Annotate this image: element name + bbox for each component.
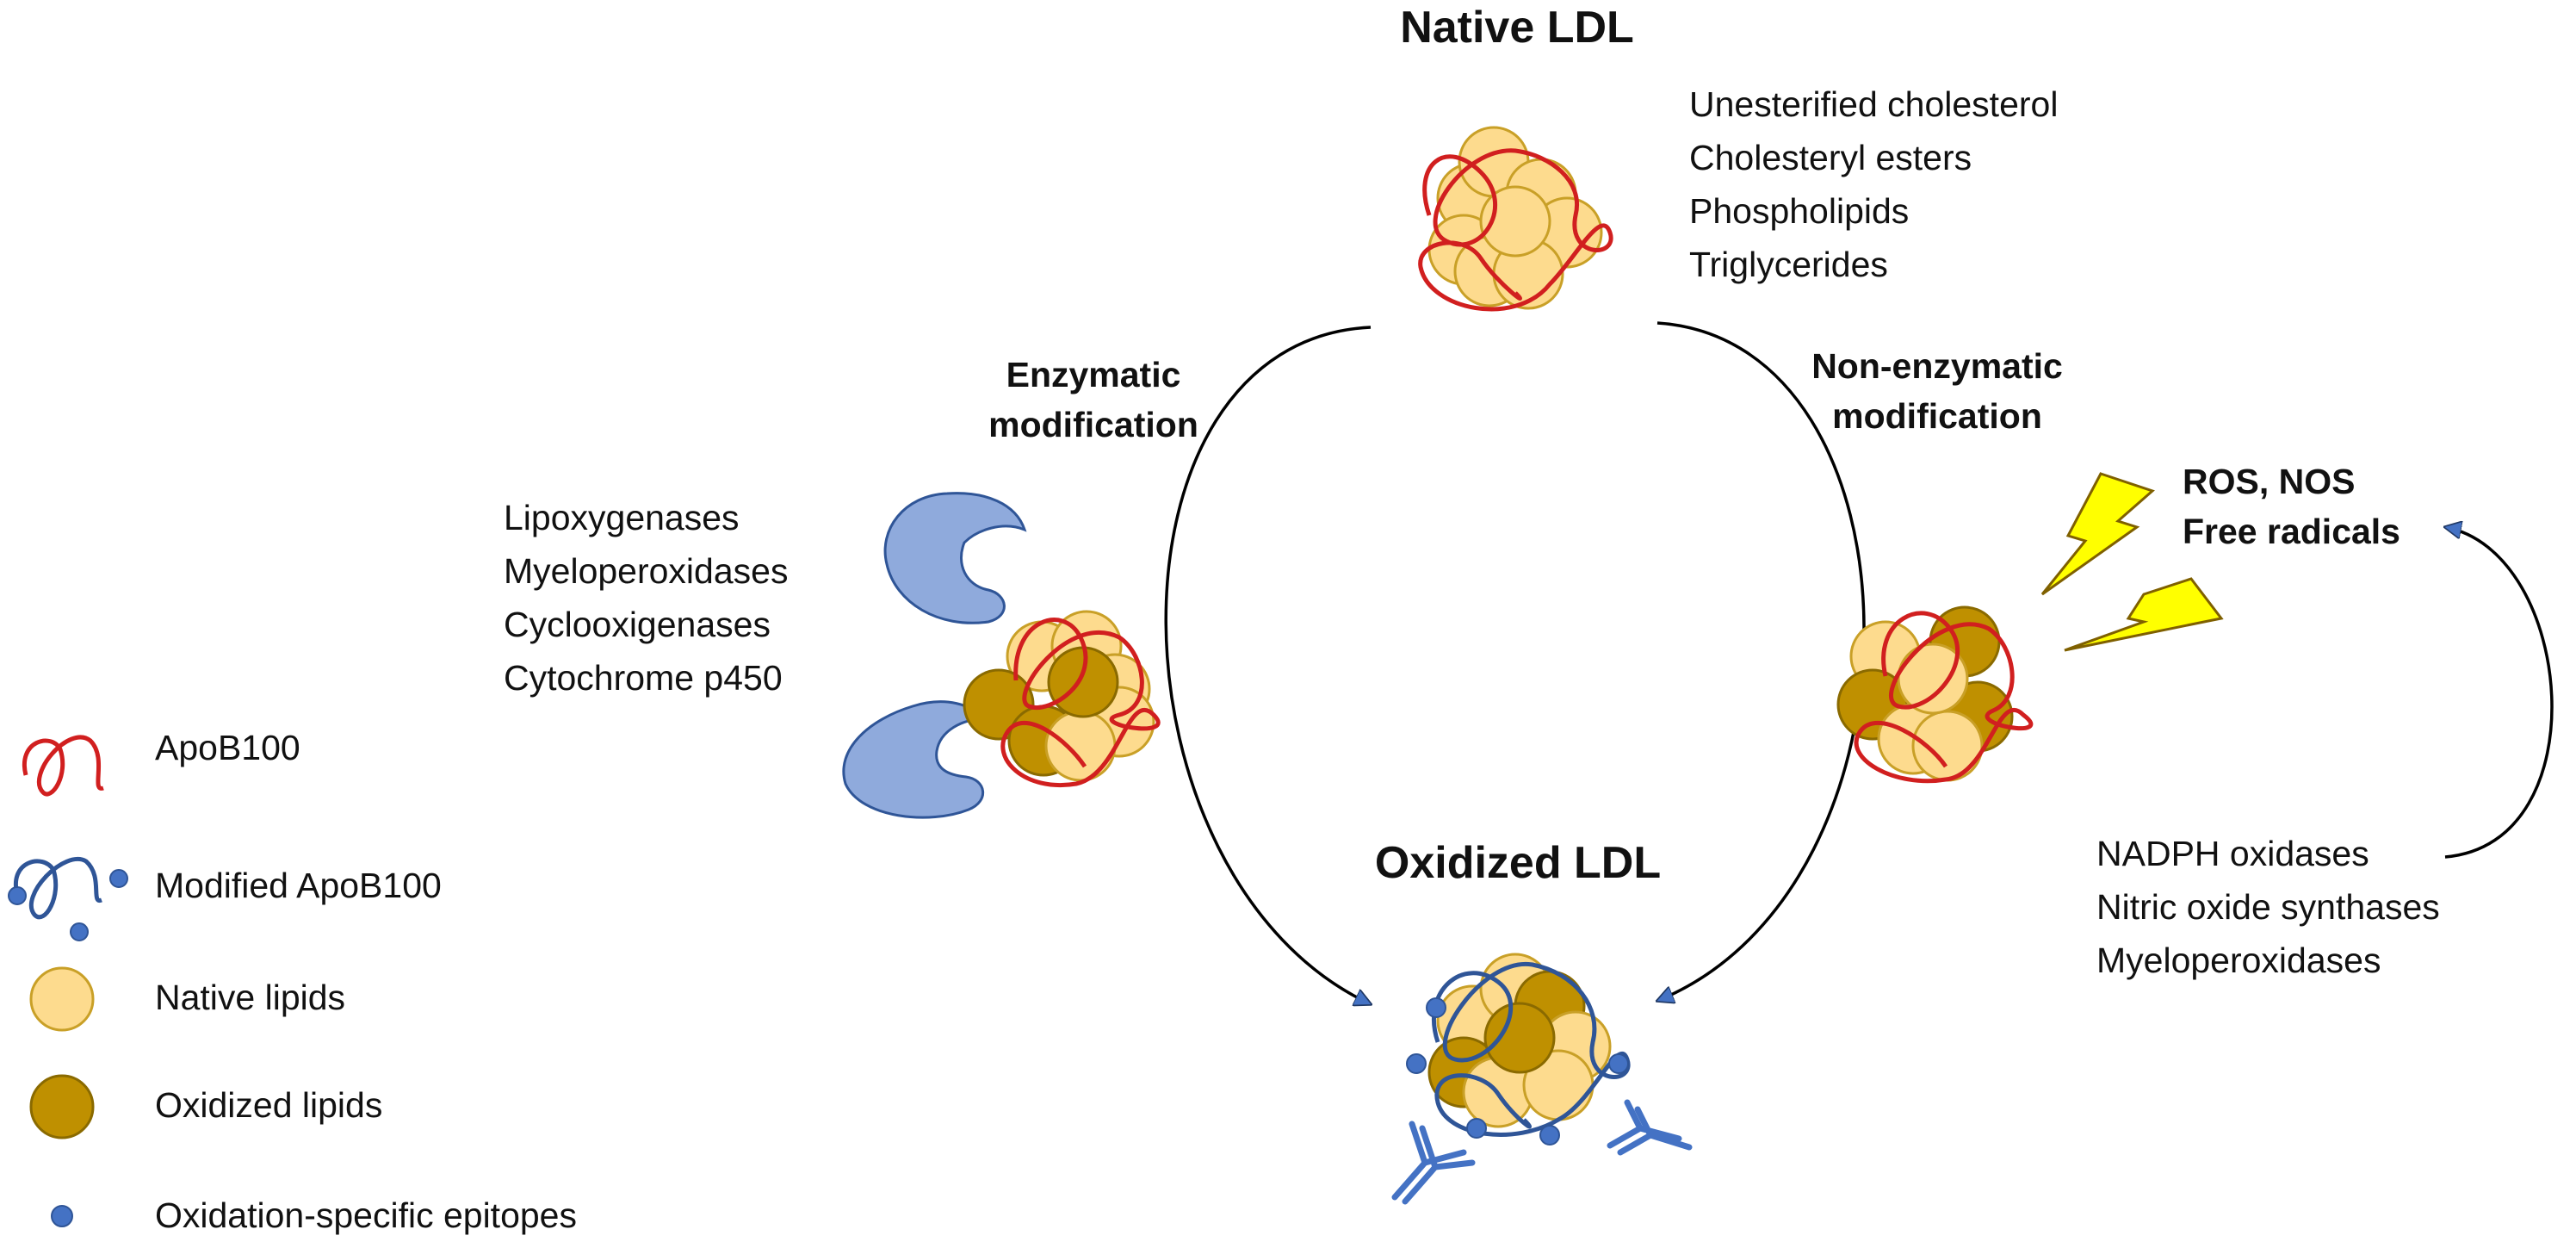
nonenzymatic-intermediate-particle xyxy=(1836,605,2034,784)
enzyme-icon xyxy=(883,492,1027,624)
native-ldl-particle xyxy=(1418,126,1613,312)
nonenzymatic-arrow xyxy=(1657,321,1866,1001)
oxidized-ldl-particle xyxy=(1406,953,1631,1146)
enzyme-icon xyxy=(842,700,986,819)
nonenzymatic-modification-label: Non-enzymatic modification xyxy=(1791,341,2084,441)
antibody-icon xyxy=(1391,1121,1476,1205)
legend-label-epitopes: Oxidation-specific epitopes xyxy=(155,1195,577,1235)
modified-apob100-icon xyxy=(8,857,128,941)
legend-label-modified-apob100: Modified ApoB100 xyxy=(155,866,442,905)
oxidized-ldl-title: Oxidized LDL xyxy=(1374,838,1662,888)
epitope-icon xyxy=(51,1205,73,1227)
enzymatic-label-line1: Enzymatic xyxy=(1006,355,1181,394)
native-lipid-icon xyxy=(29,966,95,1032)
apob100-icon xyxy=(22,735,104,797)
native-ldl-title: Native LDL xyxy=(1400,3,1634,53)
ros-source-list: NADPH oxidases Nitric oxide synthases My… xyxy=(2096,827,2440,987)
native-component: Triglycerides xyxy=(1689,245,1888,284)
ros-feedback-arrow xyxy=(2445,527,2554,859)
species-line2: Free radicals xyxy=(2183,512,2400,551)
antibody-icon xyxy=(1607,1099,1693,1156)
nonenzymatic-label-line1: Non-enzymatic xyxy=(1811,346,2063,386)
ros-source-item: Nitric oxide synthases xyxy=(2096,887,2440,927)
enzymatic-intermediate-particle xyxy=(963,610,1161,787)
native-component: Unesterified cholesterol xyxy=(1689,84,2059,124)
enzyme-item: Cytochrome p450 xyxy=(504,658,783,698)
enzyme-item: Cyclooxigenases xyxy=(504,605,771,644)
nonenzymatic-label-line2: modification xyxy=(1832,396,2042,436)
ros-source-item: NADPH oxidases xyxy=(2096,834,2369,873)
native-component: Phospholipids xyxy=(1689,191,1910,231)
ros-source-item: Myeloperoxidases xyxy=(2096,941,2381,980)
enzymatic-modification-label: Enzymatic modification xyxy=(964,350,1223,450)
reactive-species-label: ROS, NOS Free radicals xyxy=(2183,456,2400,556)
lightning-icon xyxy=(2040,472,2155,596)
legend-label-apob100: ApoB100 xyxy=(155,728,300,767)
legend-label-native-lipids: Native lipids xyxy=(155,978,346,1017)
legend-label-oxidized-lipids: Oxidized lipids xyxy=(155,1085,383,1125)
native-component: Cholesteryl esters xyxy=(1689,138,1972,177)
enzymatic-arrow xyxy=(1164,326,1371,1004)
lightning-icon xyxy=(2064,577,2224,652)
enzymatic-label-line2: modification xyxy=(988,405,1198,444)
enzyme-item: Myeloperoxidases xyxy=(504,551,789,591)
enzyme-list: Lipoxygenases Myeloperoxidases Cyclooxig… xyxy=(504,491,788,705)
oxidized-lipid-icon xyxy=(29,1074,95,1139)
enzyme-item: Lipoxygenases xyxy=(504,498,740,537)
native-components: Unesterified cholesterol Cholesteryl est… xyxy=(1689,78,2058,291)
species-line1: ROS, NOS xyxy=(2183,462,2356,501)
